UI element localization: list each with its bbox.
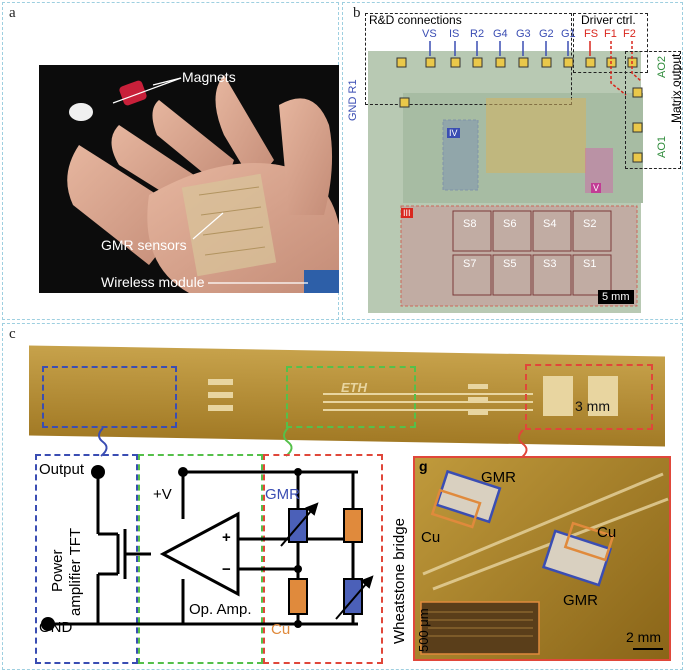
- tft-circuit-box: [35, 454, 138, 664]
- pin-r2: R2: [470, 28, 485, 40]
- opamp-minus-label: −: [222, 561, 231, 578]
- strip-tft-region: [42, 366, 177, 428]
- ao2-label: AO2: [656, 55, 668, 78]
- opamp-label: Op. Amp.: [189, 601, 252, 618]
- strip-bridge-region: [525, 364, 653, 430]
- pin-vs: VS: [422, 28, 437, 40]
- region-iii-label: III: [401, 208, 413, 218]
- sensor-s7: S7: [463, 258, 477, 270]
- sensor-s3: S3: [543, 258, 557, 270]
- chip-pads: [396, 41, 643, 307]
- rd-connections-title: R&D connections: [369, 13, 462, 27]
- matrix-output-box: [625, 51, 681, 169]
- pin-f1: F1: [604, 28, 617, 40]
- pin-g1: G1: [561, 28, 576, 40]
- region-iv-label: IV: [447, 128, 460, 138]
- photo-g-label: g: [419, 458, 428, 474]
- photo-g-cu-left: Cu: [421, 529, 441, 546]
- strip-opamp-region: [286, 366, 416, 428]
- panel-c: c ETH 3 mm: [2, 323, 683, 670]
- wireless-module-callout: Wireless module: [101, 274, 205, 290]
- hand-illustration: [67, 75, 339, 293]
- magnets-callout: Magnets: [182, 69, 236, 85]
- photo-g-details: [420, 469, 669, 655]
- gmr-sensors-callout: GMR sensors: [101, 237, 187, 253]
- panel-a-leader-lines: [112, 77, 308, 284]
- opamp-plus-label: +: [222, 529, 231, 546]
- pin-f2: F2: [623, 28, 636, 40]
- gnd-label: GND: [39, 619, 73, 636]
- panel-b-label: b: [353, 5, 361, 21]
- pin-is: IS: [449, 28, 460, 40]
- connector-squiggles: [98, 427, 528, 459]
- panel-a-label: a: [9, 5, 16, 21]
- photo-g-gmr-bottom: GMR: [563, 592, 598, 609]
- panel-a: a: [2, 2, 339, 320]
- sensor-s4: S4: [543, 218, 557, 230]
- sensor-s8: S8: [463, 218, 477, 230]
- bridge-circuit-box: [263, 454, 383, 664]
- panel-c-label: c: [9, 326, 16, 342]
- cu-label: Cu: [271, 621, 291, 638]
- gmr-label: GMR: [265, 486, 300, 503]
- strip-traces: [208, 376, 618, 416]
- strip-scale-bar: 3 mm: [575, 398, 610, 414]
- strip-logo: ETH: [341, 380, 367, 395]
- driver-ctrl-title: Driver ctrl.: [581, 13, 636, 27]
- sensor-s6: S6: [503, 218, 517, 230]
- wheatstone-label: Wheatstone bridge: [391, 518, 408, 644]
- panel-b-scale-bar: 5 mm: [598, 290, 634, 304]
- pin-g4: G4: [493, 28, 508, 40]
- pin-g2: G2: [539, 28, 554, 40]
- pin-g3: G3: [516, 28, 531, 40]
- photo-g-cu-right: Cu: [597, 524, 617, 541]
- circuit-schematic: [41, 465, 374, 631]
- matrix-output-label: Matrix output: [669, 53, 683, 123]
- pin-fs: FS: [584, 28, 599, 40]
- photo-g-scale: 2 mm: [626, 629, 661, 645]
- ao1-label: AO1: [656, 135, 668, 158]
- opamp-circuit-box: [138, 454, 263, 664]
- vplus-label: +V: [153, 486, 172, 503]
- panel-b: b R&D connections Driver ctrl. VS IS R2 …: [342, 2, 683, 320]
- sensor-s2: S2: [583, 218, 597, 230]
- sensor-s1: S1: [583, 258, 597, 270]
- sensor-s5: S5: [503, 258, 517, 270]
- output-label: Output: [39, 461, 85, 478]
- gnd-r1-label: GND R1: [347, 79, 359, 121]
- photo-g-inset-scale: 500 μm: [416, 608, 431, 652]
- region-v-label: V: [591, 183, 602, 193]
- hand-photo: [39, 65, 339, 293]
- photo-g-gmr-top: GMR: [481, 469, 516, 486]
